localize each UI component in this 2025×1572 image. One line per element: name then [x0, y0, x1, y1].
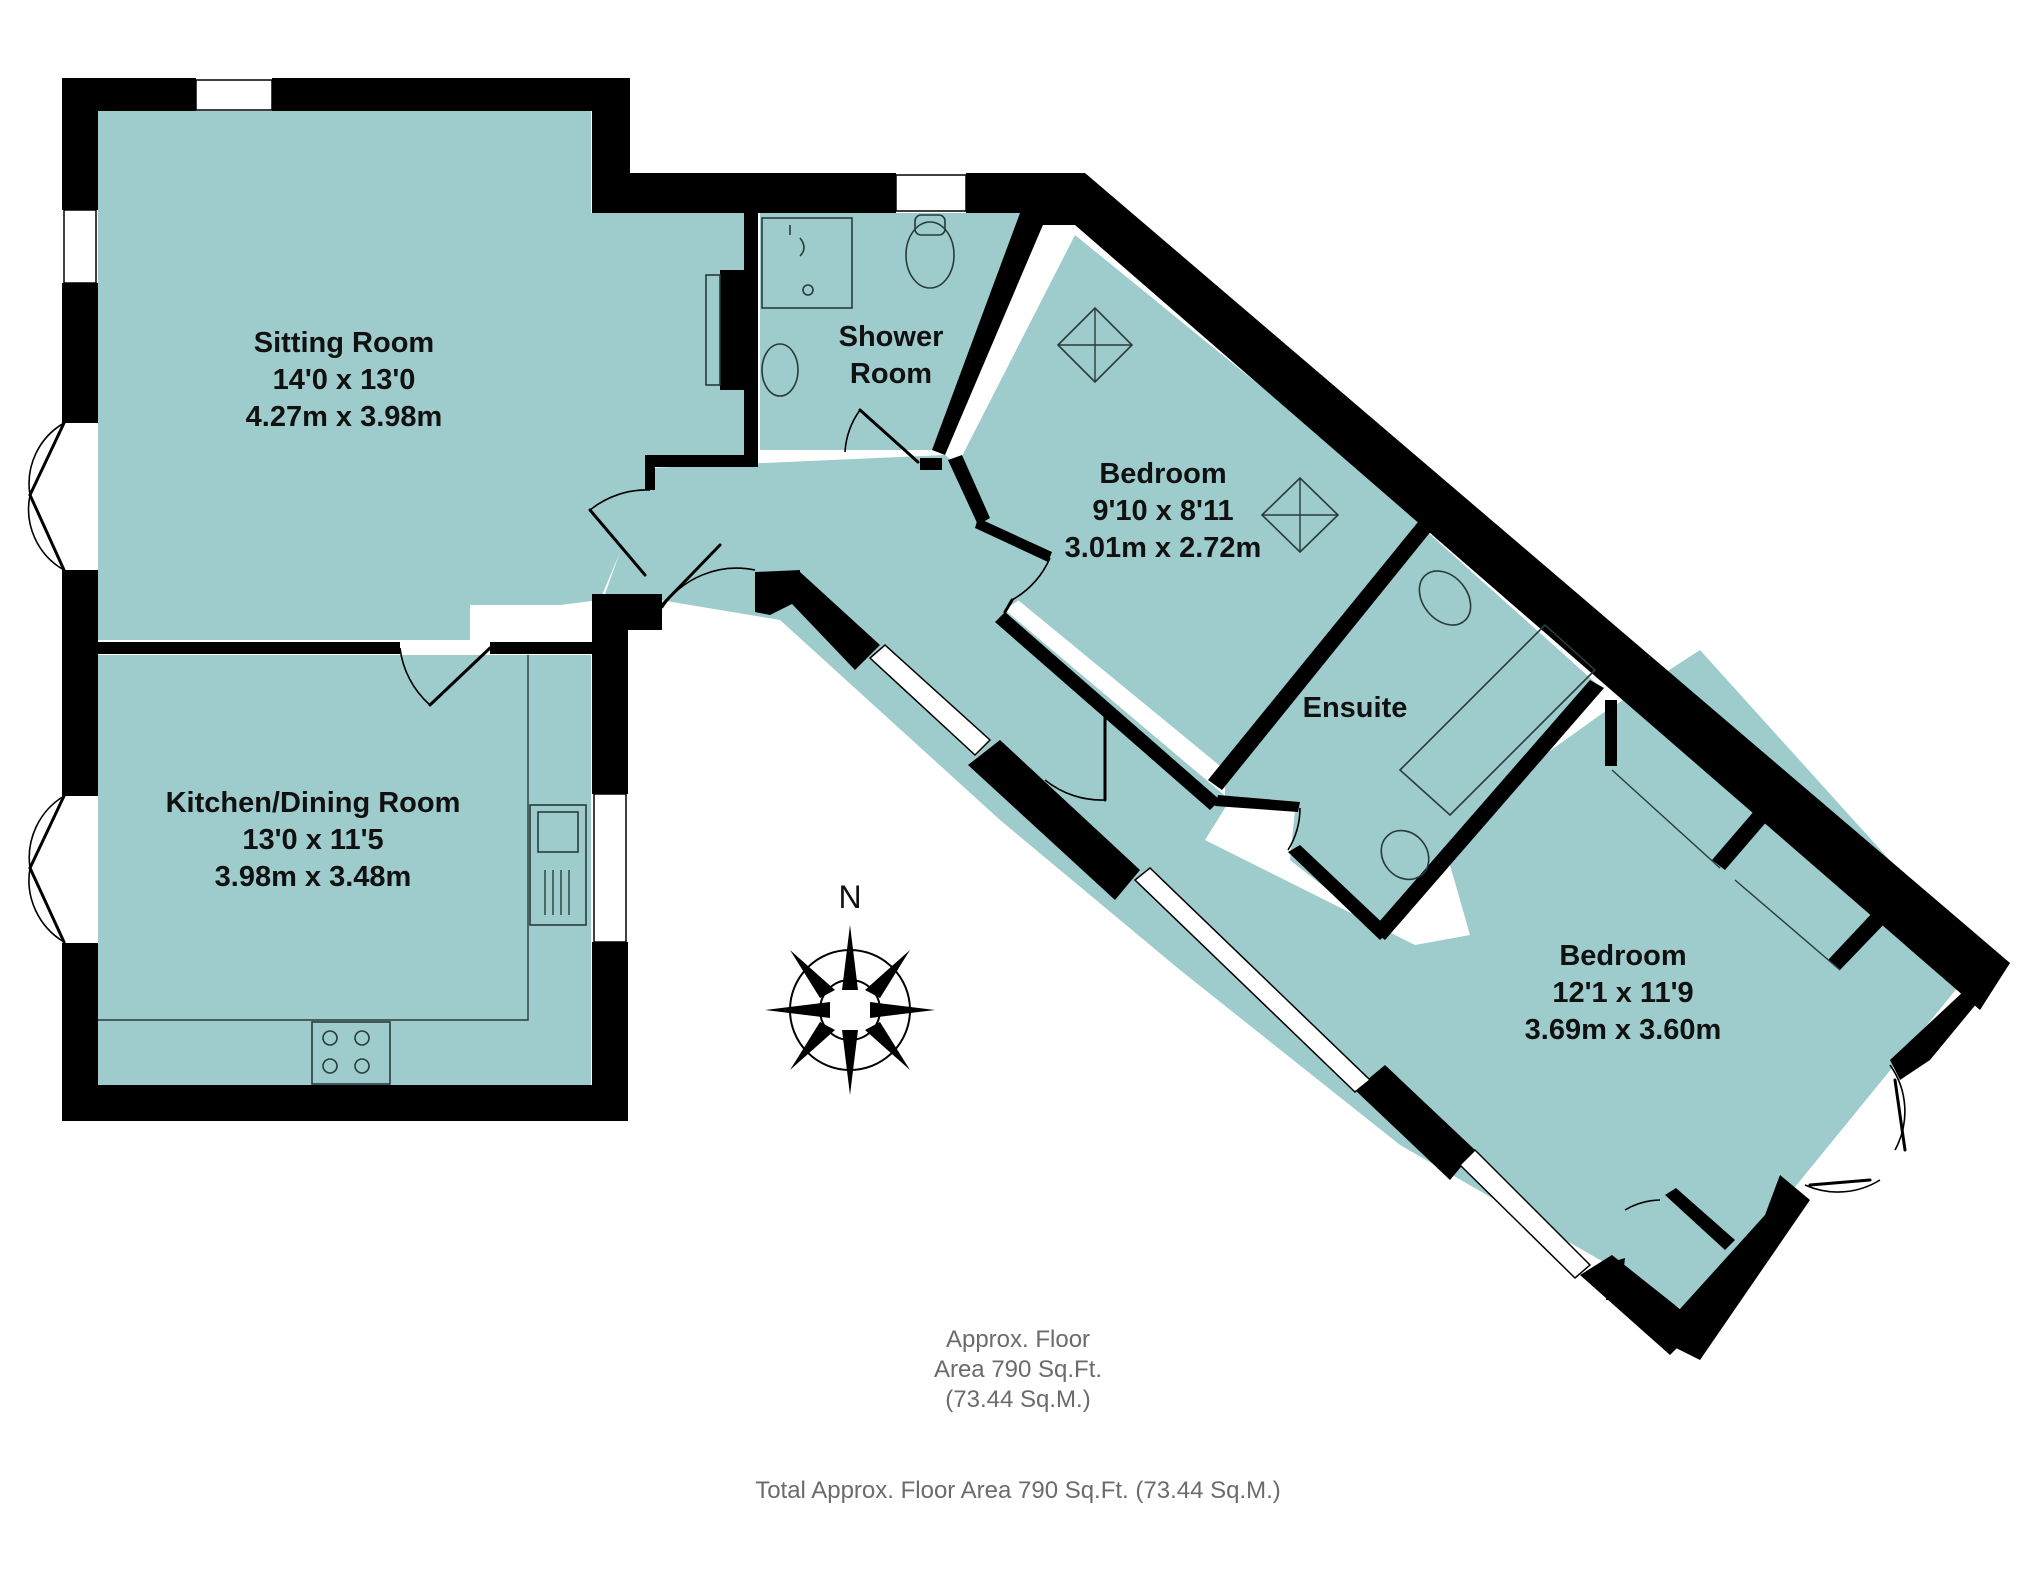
sitting-room-metric: 4.27m x 3.98m [246, 401, 443, 433]
wall-bedroom1-entry-2 [975, 518, 1052, 562]
shower-room-name-2: Room [850, 358, 932, 390]
wall-right-bottom [1660, 1175, 1810, 1360]
compass-rose: N [765, 879, 935, 1095]
compass-north-label: N [838, 879, 861, 915]
bedroom-1-imperial: 9'10 x 8'11 [1092, 495, 1233, 527]
wall-wardrobe-1 [1605, 700, 1617, 766]
wall-left-lower [62, 570, 98, 796]
wall-ensuite-bottom [1288, 845, 1390, 940]
wall-top-mid [272, 78, 630, 111]
fixtures [98, 214, 1841, 1085]
kitchen-metric: 3.98m x 3.48m [215, 861, 412, 893]
bedroom-2-imperial: 12'1 x 11'9 [1552, 977, 1693, 1009]
wall-shower-bottom-right [920, 458, 942, 470]
wall-wardrobe-3 [1828, 910, 1888, 970]
wall-lower-diagonal-2 [968, 740, 1140, 900]
window-shower-top [895, 174, 967, 212]
chimney-breast [720, 270, 746, 390]
ensuite-basin-icon [1380, 829, 1430, 881]
room-labels: Sitting Room 14'0 x 13'0 4.27m x 3.98m K… [166, 321, 1722, 1046]
bedroom-2-metric: 3.69m x 3.60m [1525, 1014, 1722, 1046]
wall-hall-stub [628, 594, 662, 630]
sitting-room-floor [98, 111, 750, 640]
wall-left-mid [62, 283, 98, 423]
wall-hall-corner [755, 570, 800, 615]
walls [62, 78, 2010, 1360]
shower-wc-icon [905, 221, 955, 289]
wall-wardrobe-2 [1712, 810, 1768, 870]
wall-cupboard-2 [1606, 1258, 1625, 1300]
sitting-room-imperial: 14'0 x 13'0 [273, 364, 416, 396]
bath-icon [1398, 623, 1597, 817]
bedroom-1-name: Bedroom [1099, 458, 1226, 490]
wall-right-kitchen-lower [592, 942, 628, 1121]
doors [27, 408, 1907, 1211]
wall-right-lower [1890, 963, 2010, 1080]
area-notes: Approx. Floor Area 790 Sq.Ft. (73.44 Sq.… [755, 1326, 1281, 1504]
window-kitchen-right [593, 793, 627, 943]
wall-bedroom1-ensuite [1208, 522, 1432, 790]
wall-kitchen-divider-left [98, 642, 400, 654]
hob-icon [311, 1021, 391, 1085]
shower-basin-icon [761, 343, 799, 397]
fireplace-hearth [705, 274, 721, 386]
wall-kitchen-divider-right [490, 642, 592, 654]
wall-left-upper [62, 78, 98, 210]
wall-top-right-drop [592, 78, 630, 173]
window-corridor-1 [868, 643, 992, 757]
compass-north-point [842, 925, 858, 990]
wall-shower-top [592, 173, 896, 213]
wall-shower-left [744, 213, 758, 461]
ensuite-floor [1225, 530, 1598, 935]
window-sitting-top [195, 79, 273, 111]
floor-area-line-3: (73.44 Sq.M.) [945, 1386, 1090, 1413]
wall-ensuite-bottom-left [1215, 795, 1300, 812]
room-floors [98, 111, 1980, 1320]
skylight-icon [1260, 476, 1340, 554]
kitchen-worktop [98, 655, 529, 1021]
wall-bedroom1-bottom [995, 612, 1220, 810]
bedroom-1-floor [960, 235, 1425, 770]
window-sitting-left [63, 209, 97, 284]
wardrobe-icon [1611, 769, 1721, 869]
shower-drain-icon [802, 284, 814, 296]
wall-right-kitchen-upper [592, 594, 628, 794]
bedroom-1-metric: 3.01m x 2.72m [1065, 532, 1262, 564]
wall-bottom-kitchen [62, 1085, 628, 1121]
window-corridor-3 [1458, 1148, 1592, 1280]
wall-ensuite-right [1372, 680, 1604, 940]
kitchen-sink-icon [529, 804, 587, 926]
shower-room-name-1: Shower [839, 321, 944, 353]
shower-tray-icon [761, 217, 853, 309]
bedroom-2-name: Bedroom [1559, 940, 1686, 972]
windows [63, 79, 1592, 1280]
wall-hall-post [645, 462, 655, 490]
kitchen-floor [98, 655, 591, 1085]
skylight-icon [1056, 306, 1134, 384]
total-floor-area: Total Approx. Floor Area 790 Sq.Ft. (73.… [755, 1477, 1281, 1504]
floor-area-line-2: Area 790 Sq.Ft. [934, 1356, 1102, 1383]
wall-diagonal-outer [1030, 173, 2010, 1010]
wall-shower-bottom [645, 455, 758, 467]
window-corridor-2 [1133, 867, 1372, 1093]
wall-cupboard-1 [1665, 1188, 1735, 1250]
ensuite-name: Ensuite [1303, 692, 1408, 724]
corridor-floor [600, 455, 1980, 1320]
kitchen-imperial: 13'0 x 11'5 [242, 824, 383, 856]
wall-shower-diagonal [932, 213, 1048, 455]
wall-bedroom1-entry [948, 455, 990, 525]
wall-lower-diagonal-3 [1355, 1065, 1475, 1180]
ensuite-wc-icon [1418, 570, 1472, 626]
floor-area-line-1: Approx. Floor [946, 1326, 1090, 1353]
kitchen-name: Kitchen/Dining Room [166, 787, 461, 819]
sitting-room-name: Sitting Room [254, 327, 434, 359]
